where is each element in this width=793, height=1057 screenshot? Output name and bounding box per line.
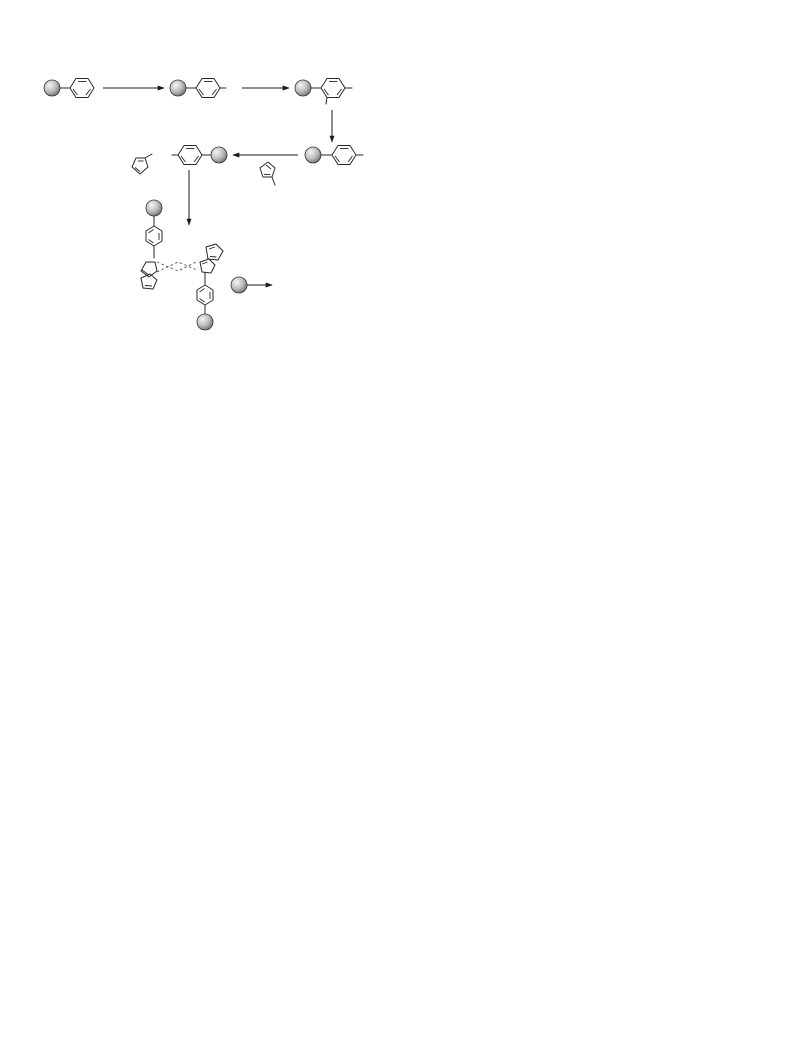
benzene-ring-icon — [145, 225, 163, 247]
benzene-ring-icon — [69, 78, 95, 98]
resin-bead-icon — [304, 146, 322, 164]
resin-bead-icon — [169, 79, 187, 97]
bead-release — [230, 276, 273, 294]
pyrrole-ring-icon — [140, 273, 158, 290]
pyrrole-ring-icon — [259, 161, 276, 178]
pyrrole-ring-icon — [199, 258, 216, 274]
intermediate-4 — [171, 145, 228, 165]
intermediate-3 — [304, 145, 364, 165]
benzene-ring-icon — [177, 145, 203, 165]
resin-bead-icon — [210, 146, 228, 164]
benzene-ring-icon — [320, 78, 346, 98]
intermediate-1 — [169, 78, 227, 98]
start-compound — [43, 78, 95, 98]
pyrrole-ring-icon — [131, 157, 149, 175]
pyrrole-ring-icon — [140, 261, 158, 278]
pyrrole-reagent-2 — [131, 153, 153, 175]
benzene-ring-icon — [195, 78, 221, 98]
pyrrole-reagent — [259, 161, 276, 186]
resin-bead-icon — [196, 313, 214, 331]
resin-bead-icon — [294, 79, 312, 97]
resin-bead-icon — [43, 79, 61, 97]
resin-bead-icon — [145, 199, 163, 217]
benzene-ring-icon — [331, 145, 357, 165]
resin-bead-icon — [230, 276, 248, 294]
benzene-ring-icon — [196, 284, 214, 306]
product-assembly — [140, 199, 224, 331]
pyrrole-ring-icon — [205, 243, 224, 261]
intermediate-2 — [294, 78, 353, 105]
